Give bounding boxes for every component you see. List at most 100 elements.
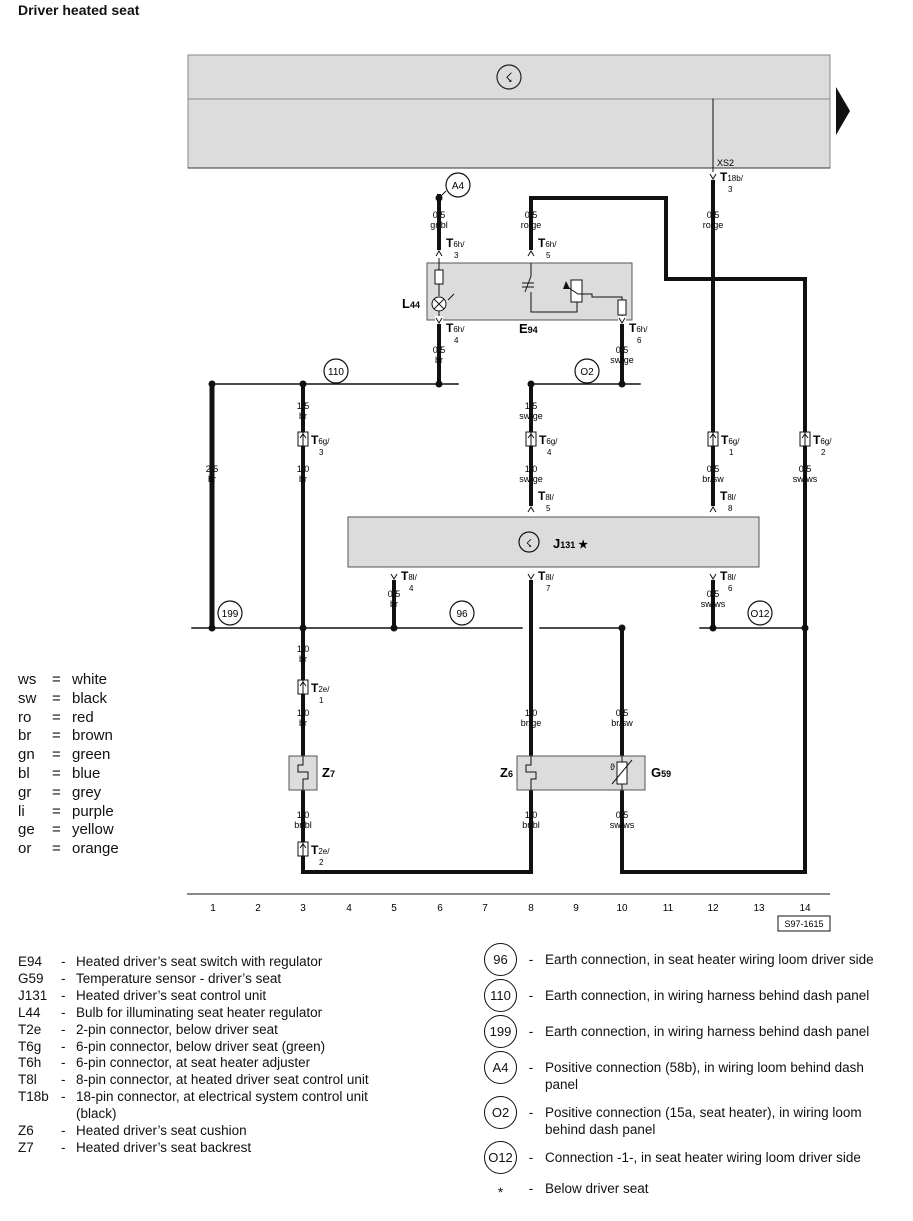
wire-w_10swge-color: sw/ge [519,474,543,484]
connection-badge: 110 [484,979,517,1012]
connector-t2e2-pin: 2 [319,858,324,867]
component-legend-row: Z7-Heated driver’s seat backrest [18,1139,252,1155]
component-legend-row: T18b-18-pin connector, at electrical sys… [18,1089,368,1122]
component-legend-row: T6g-6-pin connector, below driver seat (… [18,1038,326,1054]
component-legend-row: L44-Bulb for illuminating seat heater re… [18,1004,323,1020]
connector-t8l6-pin: 6 [728,584,733,593]
component-labels: L44 E94 J131★ Z7 Z6 G59 [322,296,671,780]
wire-w_15swge-color: sw/ge [519,411,543,421]
component-legend-row: T8l-8-pin connector, at heated driver se… [18,1072,369,1088]
connector-t8l4-label: T8l/ [401,569,418,583]
control-unit-j131-box: ☇ [347,516,760,568]
connection-badge: A4 [484,1051,517,1084]
connector-t6g4-pin: 4 [547,448,552,457]
color-code-row: gn=green [18,746,111,764]
track-number: 3 [300,903,306,914]
connector-t6g3-label: T6g/ [311,433,330,447]
wire-w_25br-color: br [208,474,216,484]
wire-w_br_l44-color: br [435,355,443,365]
svg-text:ϑ: ϑ [610,762,615,772]
color-code-row: ws=white [18,671,108,688]
connector-t8l5-symbol [527,506,535,513]
wire-w_10br_c-color: br [299,718,307,728]
track-number: 1 [210,903,216,914]
svg-text:☇: ☇ [526,538,532,550]
track-number: 7 [482,903,488,914]
wire-w_10br_a-size: 1,0 [297,464,310,474]
wire-w_10br_a-color: br [299,474,307,484]
connector-t6g2-pin: 2 [821,448,826,457]
connector-t6g1-label: T6g/ [721,433,740,447]
connection-badge: O2 [484,1096,517,1129]
connector-t8l7-pin: 7 [546,584,551,593]
page-title: Driver heated seat [18,2,140,18]
track-number: 2 [255,903,261,914]
label-z7: Z7 [322,765,335,780]
wire-w_roge2-color: ro/ge [703,220,724,230]
connector-t8l5-label: T8l/ [538,489,555,503]
wire-w_10brge-color: br/ge [521,718,542,728]
star-legend-row: *-Below driver seat [497,1181,649,1200]
wire-w_10br_c-size: 1,0 [297,708,310,718]
connector-t6h5-symbol [527,250,535,257]
wire-w_15br-size: 1,5 [297,401,310,411]
component-legend-row: E94-Heated driver’s seat switch with reg… [18,954,323,969]
connection-badge: 199 [484,1015,517,1048]
continuation-arrow-icon [836,87,850,135]
wire-w_05swws_g-size: 0,5 [616,810,629,820]
wire-w_05brsw_g-size: 0,5 [616,708,629,718]
wire-w_swge_e94-size: 0,5 [616,345,629,355]
track-number: 13 [753,903,765,914]
wire-labels: 0,5gr/bl0,5ro/ge0,5ro/ge0,5br0,5sw/ge2,5… [206,210,818,830]
wire-w_10brbl_a-color: br/bl [294,820,312,830]
color-code-row: or=orange [18,840,119,858]
connector-t6g3-pin: 3 [319,448,324,457]
connection-legend-row: O12-Connection -1-, in seat heater wirin… [484,1141,894,1174]
wire-w_05swws_a-color: sw/ws [793,474,818,484]
label-l44: L44 [402,296,420,311]
earth-circle-110: 110 [323,358,349,384]
connector-t6h3-pin: 3 [454,251,459,260]
connection-legend: 96-Earth connection, in seat heater wiri… [484,943,894,1204]
earth-circle-96: 96 [449,600,475,626]
wire-w_10brbl_b-size: 1,0 [525,810,538,820]
wire-w_05brsw-size: 0,5 [707,464,720,474]
wire-w_10br_b-size: 1,0 [297,644,310,654]
connector-t6h5-label: T6h/ [538,236,557,250]
wire-w_10brge-size: 1,0 [525,708,538,718]
track-number: 9 [573,903,579,914]
wire-w_05swws_j-size: 0,5 [707,589,720,599]
connection-legend-row: A4-Positive connection (58b), in wiring … [484,1051,894,1093]
connector-labels: T18b/3T6h/3T6h/5T6h/4T6h/6T6g/3T6g/4T6g/… [311,170,832,867]
wire-w_05brsw_g-color: br/sw [611,718,633,728]
label-j131: J131★ [553,536,588,551]
diagram-reference: S97-1615 [784,919,823,929]
wire-w_roge1-size: 0,5 [525,210,538,220]
wire-w_15br-color: br [299,411,307,421]
svg-text:A4: A4 [452,181,465,192]
label-xs2: XS2 [717,158,734,168]
wire-w_05br_j-color: br [390,599,398,609]
wire-w_roge1-color: ro/ge [521,220,542,230]
connection-badge: 96 [484,943,517,976]
svg-text:O12: O12 [751,609,770,620]
wire-w_05swws_j-color: sw/ws [701,599,726,609]
connector-t2e2-label: T2e/ [311,843,330,857]
connector-t8l8-symbol [709,506,717,513]
color-code-row: sw=black [18,689,108,707]
connector-t8l4-symbol [390,573,398,580]
connector-t6g2-label: T6g/ [813,433,832,447]
label-z6: Z6 [500,765,513,780]
wire-w_swge_e94-color: sw/ge [610,355,634,365]
track-number: 11 [663,903,674,914]
wire-w_05swws_g-color: sw/ws [610,820,635,830]
connector-t8l8-label: T8l/ [720,489,737,503]
color-code-row: ge=yellow [18,821,114,839]
component-legend-row: Z6-Heated driver’s seat cushion [18,1123,247,1139]
color-code-row: ro=red [18,708,94,726]
wire-w_10brbl_a-size: 1,0 [297,810,310,820]
wires [191,98,807,874]
connector-t8l5-pin: 5 [546,504,551,513]
